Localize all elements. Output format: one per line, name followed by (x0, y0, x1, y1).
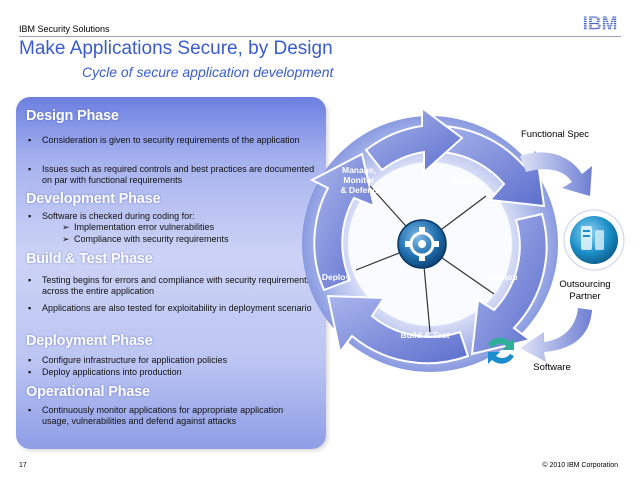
page-title: Make Applications Secure, by Design (19, 38, 333, 59)
deploy-label: Deploy (321, 272, 351, 282)
deployment-phase-title: Deployment Phase (26, 333, 153, 349)
copyright: © 2010 IBM Corporation (542, 462, 618, 469)
design-arrow (427, 124, 546, 208)
phases-panel (16, 97, 326, 449)
build-test-phase-title: Build & Test Phase (26, 251, 153, 267)
header-divider (19, 36, 621, 37)
cycle-diagram (302, 106, 625, 372)
page-subtitle: Cycle of secure application development (82, 64, 334, 80)
develop-arrow (470, 212, 548, 356)
gear-icon (397, 219, 447, 269)
deploy-arrow (309, 152, 376, 292)
functional-spec-arrow (520, 152, 592, 196)
operational-phase-title: Operational Phase (26, 384, 150, 400)
partner-icon (563, 209, 625, 271)
recycle-icon (488, 337, 514, 364)
build-test-label: Build & Test (400, 330, 450, 340)
develop-label: Develop (484, 272, 518, 282)
design-label: Design (449, 176, 479, 186)
manage-label: Manage, Monitor & Defend (340, 165, 378, 195)
ibm-logo: IBM (583, 14, 618, 32)
functional-spec-label: Functional Spec (520, 129, 590, 140)
svg-text:IBM: IBM (583, 14, 618, 32)
design-phase-title: Design Phase (26, 108, 119, 124)
brand-label: IBM Security Solutions (19, 24, 110, 34)
development-phase-title: Development Phase (26, 191, 161, 207)
software-label: Software (533, 362, 571, 373)
partner-label: Outsourcing Partner (559, 279, 611, 302)
page-number: 17 (19, 462, 27, 469)
build-test-arrow (326, 294, 470, 365)
manage-arrow (364, 106, 464, 175)
software-arrow (520, 308, 592, 362)
